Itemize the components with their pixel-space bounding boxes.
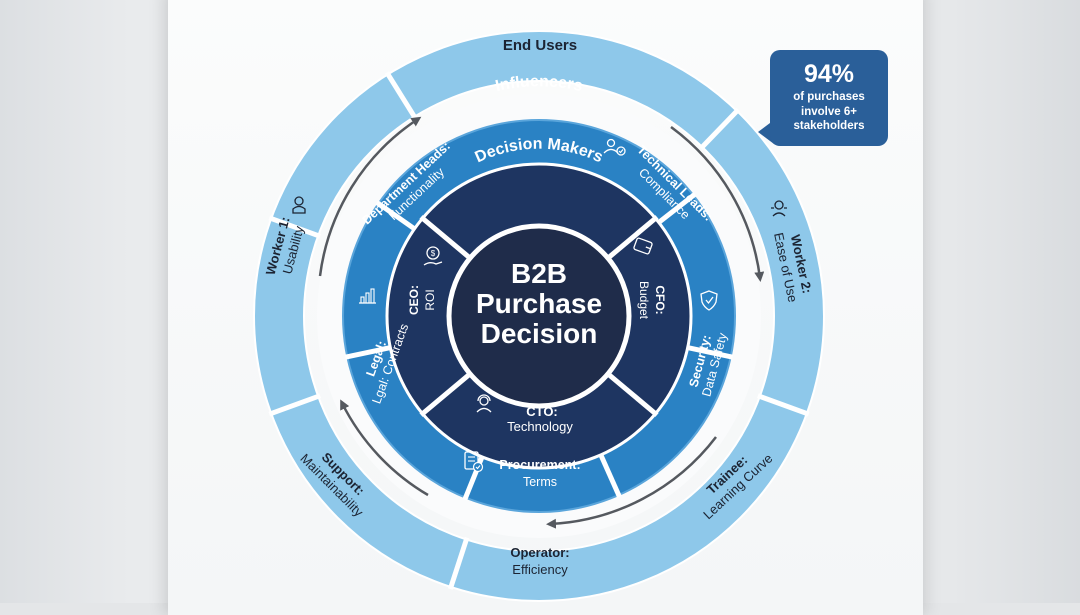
decision-maker-ceo: CEO: ROI (407, 285, 437, 315)
stat-callout: 94% of purchases involve 6+ stakeholders (770, 50, 888, 146)
person-icon (292, 196, 306, 214)
end-users-divider-2 (699, 107, 741, 151)
svg-text:$: $ (431, 249, 436, 258)
cto-focus: Technology (507, 419, 573, 434)
end-users-divider-6 (268, 215, 321, 239)
end-users-title: End Users (503, 37, 577, 54)
user-headset-icon (476, 394, 492, 413)
flow-arrow-right (670, 125, 765, 282)
person-gear-icon (771, 200, 787, 217)
flow-arrow-bottom (546, 436, 717, 529)
callout-value: 94% (803, 60, 855, 88)
operator-focus: Efficiency (512, 562, 568, 577)
cfo-role: CFO: (653, 285, 667, 314)
influencers-divider-4 (597, 451, 622, 498)
decision-makers-divider-3 (604, 370, 659, 417)
flow-arrow-top-left (318, 116, 422, 277)
influencers-divider-1 (375, 200, 418, 233)
bar-chart-icon (359, 288, 376, 304)
influencers-divider-6 (344, 344, 393, 360)
decision-maker-cfo: CFO: Budget (637, 281, 667, 320)
document-check-icon (464, 451, 484, 473)
cfo-focus: Budget (637, 281, 651, 320)
center-line-1: B2B (511, 258, 567, 289)
influencers-divider-3 (685, 344, 734, 360)
flow-arrow-bottom-left (340, 399, 429, 497)
end-users-divider-4 (447, 536, 470, 590)
wallet-icon (633, 237, 653, 255)
end-user-operator: Operator: Efficiency (510, 545, 569, 577)
influencer-procurement: Procurement: Terms (499, 458, 580, 489)
decision-makers-divider-1 (419, 215, 474, 262)
operator-role: Operator: (510, 545, 569, 560)
influencers-divider-2 (655, 192, 697, 226)
center-line-3: Decision (481, 318, 598, 349)
ceo-focus: ROI (423, 289, 437, 310)
decision-makers-divider-2 (604, 215, 659, 262)
center-line-2: Purchase (476, 288, 602, 319)
decision-makers-divider-4 (419, 370, 474, 417)
shield-check-icon (700, 290, 718, 311)
cto-role: CTO: (526, 404, 558, 419)
end-user-worker-2: Worker 2: Ease of Use (771, 231, 815, 303)
core-circle (446, 223, 632, 409)
end-users-divider-5 (268, 393, 321, 417)
end-users-divider-1 (384, 71, 418, 120)
callout-text: of purchases involve 6+ stakeholders (793, 91, 865, 132)
end-users-divider-3 (757, 393, 810, 417)
ceo-role: CEO: (407, 285, 421, 315)
money-hand-icon: $ (423, 246, 443, 266)
end-users-ring (253, 30, 825, 602)
people-check-icon (603, 138, 626, 156)
procurement-role: Procurement: (499, 458, 580, 472)
decision-maker-cto: CTO: Technology (507, 404, 573, 434)
procurement-focus: Terms (523, 475, 557, 489)
